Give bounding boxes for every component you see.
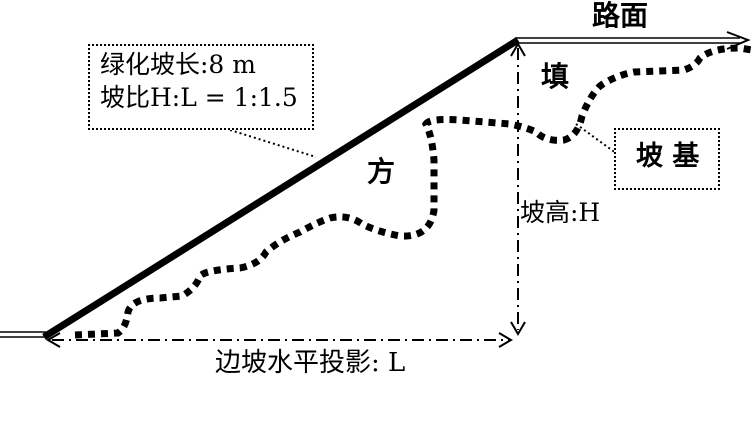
road-surface-line (515, 31, 751, 50)
green-slope-length-text: 绿化坡长:8 m (100, 50, 256, 79)
fill-label-char-1: 填 (541, 60, 570, 93)
slope-height-label: 坡高:H (520, 198, 601, 227)
height-arrow-bottom (510, 321, 526, 336)
slope-ratio-text: 坡比H:L = 1:1.5 (100, 83, 298, 112)
road-surface-label: 路面 (592, 0, 649, 32)
green-slope-callout: 绿化坡长:8 m 坡比H:L = 1:1.5 (88, 44, 314, 130)
horizontal-arrow-right (498, 332, 513, 348)
height-arrow-top (510, 42, 526, 57)
slope-surface-line (42, 37, 520, 340)
ground-line-left (0, 331, 46, 338)
foundation-text: 坡 基 (636, 141, 700, 172)
foundation-boundary-dotted (74, 44, 753, 339)
horizontal-arrow-left (46, 332, 61, 348)
callout-leader-slope (229, 129, 317, 158)
callout-leader-foundation (575, 123, 621, 157)
horizontal-projection-label: 边坡水平投影: L (215, 348, 406, 378)
foundation-callout: 坡 基 (614, 128, 720, 190)
fill-label-char-2: 方 (367, 155, 396, 188)
